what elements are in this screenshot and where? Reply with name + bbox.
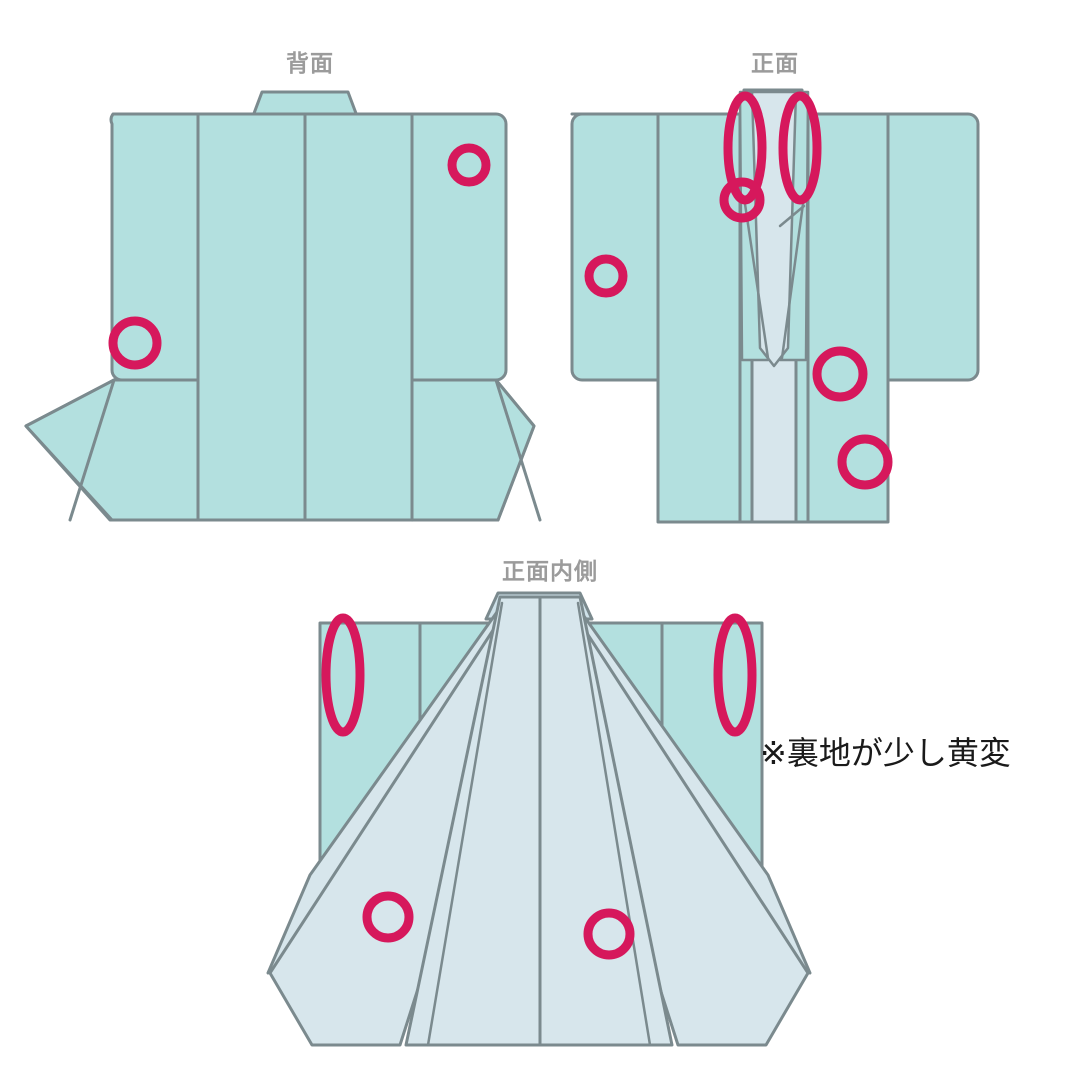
- stain-marker-front-right-collar: [778, 91, 822, 205]
- stain-marker-front-collar-knot: [719, 177, 765, 223]
- front-lapel-right-seam: [780, 202, 805, 360]
- stain-marker-front-body-upper: [812, 346, 868, 402]
- stain-marker-inner-lining-right: [583, 908, 635, 960]
- back-collar-tab: [251, 90, 359, 118]
- lining-discoloration-note: ※裏地が少し黄変: [760, 734, 1011, 772]
- stain-marker-inner-left-sleeve: [321, 613, 365, 737]
- stain-marker-back-left-sleeve: [108, 316, 162, 370]
- stain-marker-inner-right-sleeve: [713, 613, 757, 737]
- front-right-sleeve: [886, 112, 980, 382]
- kimono-front-figure: [570, 88, 980, 524]
- back-left-flare-seam: [68, 378, 116, 522]
- view-label-front-inner: 正面内側: [502, 558, 598, 584]
- front-left-sleeve: [570, 112, 660, 382]
- inner-seam-left: [426, 601, 504, 1047]
- stain-marker-inner-lining-left: [362, 891, 414, 943]
- back-right-hem: [410, 378, 536, 522]
- stain-marker-front-left-collar: [723, 91, 767, 205]
- stain-marker-front-body-lower: [837, 434, 893, 490]
- view-label-back: 背面: [286, 50, 334, 76]
- back-left-hem: [24, 378, 200, 522]
- stain-marker-front-left-sleeve: [584, 254, 628, 298]
- front-body-panel-right: [806, 112, 890, 524]
- kimono-back-figure: [24, 90, 542, 522]
- front-lapel-right-notch: [778, 204, 806, 228]
- stain-marker-back-right-sleeve: [447, 143, 491, 187]
- back-center-panel-left: [196, 112, 307, 522]
- back-center-panel-right: [303, 112, 414, 522]
- front-lapel-left-seam: [743, 202, 770, 360]
- view-label-front: 正面: [751, 50, 799, 76]
- back-right-flare-seam: [494, 378, 542, 522]
- kimono-front-inner-figure: [266, 591, 812, 1047]
- inner-seam-right: [576, 601, 652, 1047]
